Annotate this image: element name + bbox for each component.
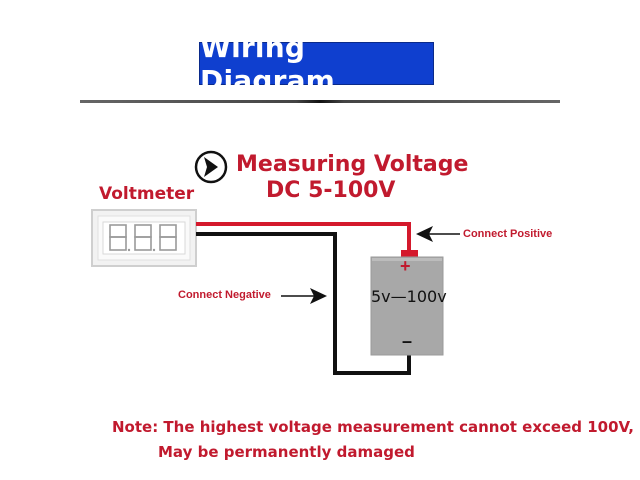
negative-wire <box>196 232 411 375</box>
arrow-left-icon <box>416 226 460 242</box>
battery-negative-sign: – <box>402 331 413 351</box>
positive-wire <box>196 222 411 252</box>
warning-note-line2: May be permanently damaged <box>158 443 415 461</box>
voltmeter-device <box>91 209 197 267</box>
measuring-voltage-heading: Measuring Voltage <box>236 152 469 177</box>
chevron-right-circle-icon <box>194 150 228 184</box>
voltmeter-label: Voltmeter <box>99 184 195 204</box>
connect-negative-label: Connect Negative <box>178 289 271 301</box>
connect-positive-label: Connect Positive <box>463 228 553 240</box>
battery-positive-sign: + <box>400 256 411 276</box>
battery <box>370 250 444 356</box>
voltage-range-heading: DC 5-100V <box>266 178 396 203</box>
title-divider <box>80 100 560 103</box>
arrow-right-icon <box>281 288 327 304</box>
warning-note-line1: Note: The highest voltage measurement ca… <box>112 418 634 436</box>
display-digits <box>109 224 177 251</box>
battery-voltage-label: 5v—100v <box>371 287 447 306</box>
